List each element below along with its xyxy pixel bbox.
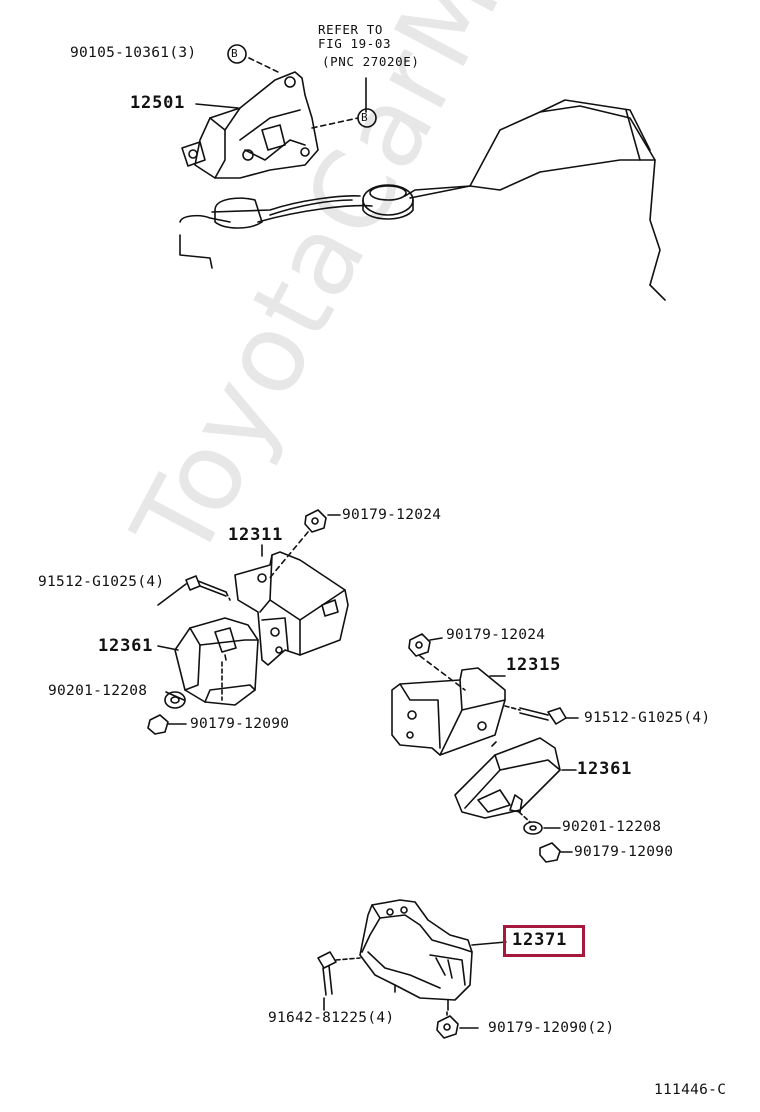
label-90179-12090-right[interactable]: 90179-12090: [574, 844, 674, 860]
callout-letter-b1: B: [231, 47, 238, 60]
label-90179-12090-bottom[interactable]: 90179-12090(2): [488, 1020, 615, 1036]
fasteners-bottom: [317, 951, 479, 1039]
label-90179-12024-mid[interactable]: 90179-12024: [446, 627, 546, 643]
label-12361-left[interactable]: 12361: [98, 636, 154, 656]
label-90105-10361[interactable]: 90105-10361(3): [70, 45, 197, 61]
label-90179-12090-left[interactable]: 90179-12090: [190, 716, 290, 732]
insulator-12361-right: [454, 737, 561, 819]
label-90201-12208-left[interactable]: 90201-12208: [48, 683, 148, 699]
fasteners-right: [408, 633, 579, 863]
mount-12371: [359, 899, 507, 1011]
bracket-12501: [181, 71, 319, 179]
label-90179-12024-top[interactable]: 90179-12024: [342, 507, 442, 523]
label-91512-g1025-left[interactable]: 91512-G1025(4): [38, 574, 165, 590]
fasteners-left: [147, 509, 341, 735]
label-12315[interactable]: 12315: [506, 655, 562, 675]
bracket-12315: [391, 667, 506, 756]
leaders-top: [195, 44, 377, 129]
label-91642-81225[interactable]: 91642-81225(4): [268, 1010, 395, 1026]
refer-line-3: (PNC 27020E): [322, 54, 420, 69]
label-91512-g1025-right[interactable]: 91512-G1025(4): [584, 710, 711, 726]
filler-cap: [362, 184, 414, 220]
insulator-12361-left: [174, 617, 259, 706]
refer-line-1: REFER TO: [318, 22, 384, 37]
engine-boss: [214, 197, 263, 229]
highlight-box-12371: [503, 925, 585, 957]
callout-letter-b2: B: [361, 111, 368, 124]
label-12501[interactable]: 12501: [130, 93, 186, 113]
label-90201-12208-right[interactable]: 90201-12208: [562, 819, 662, 835]
label-12361-right[interactable]: 12361: [577, 759, 633, 779]
callout-circle-b2: [357, 108, 377, 128]
label-12311[interactable]: 12311: [228, 525, 284, 545]
figure-id: 111446-C: [654, 1082, 727, 1098]
engine-block-outline: [179, 99, 666, 301]
label-12371[interactable]: 12371: [512, 930, 568, 950]
callout-circle-b1: [227, 44, 247, 64]
refer-line-2: FIG 19-03: [318, 36, 392, 51]
bracket-12311: [234, 551, 349, 666]
